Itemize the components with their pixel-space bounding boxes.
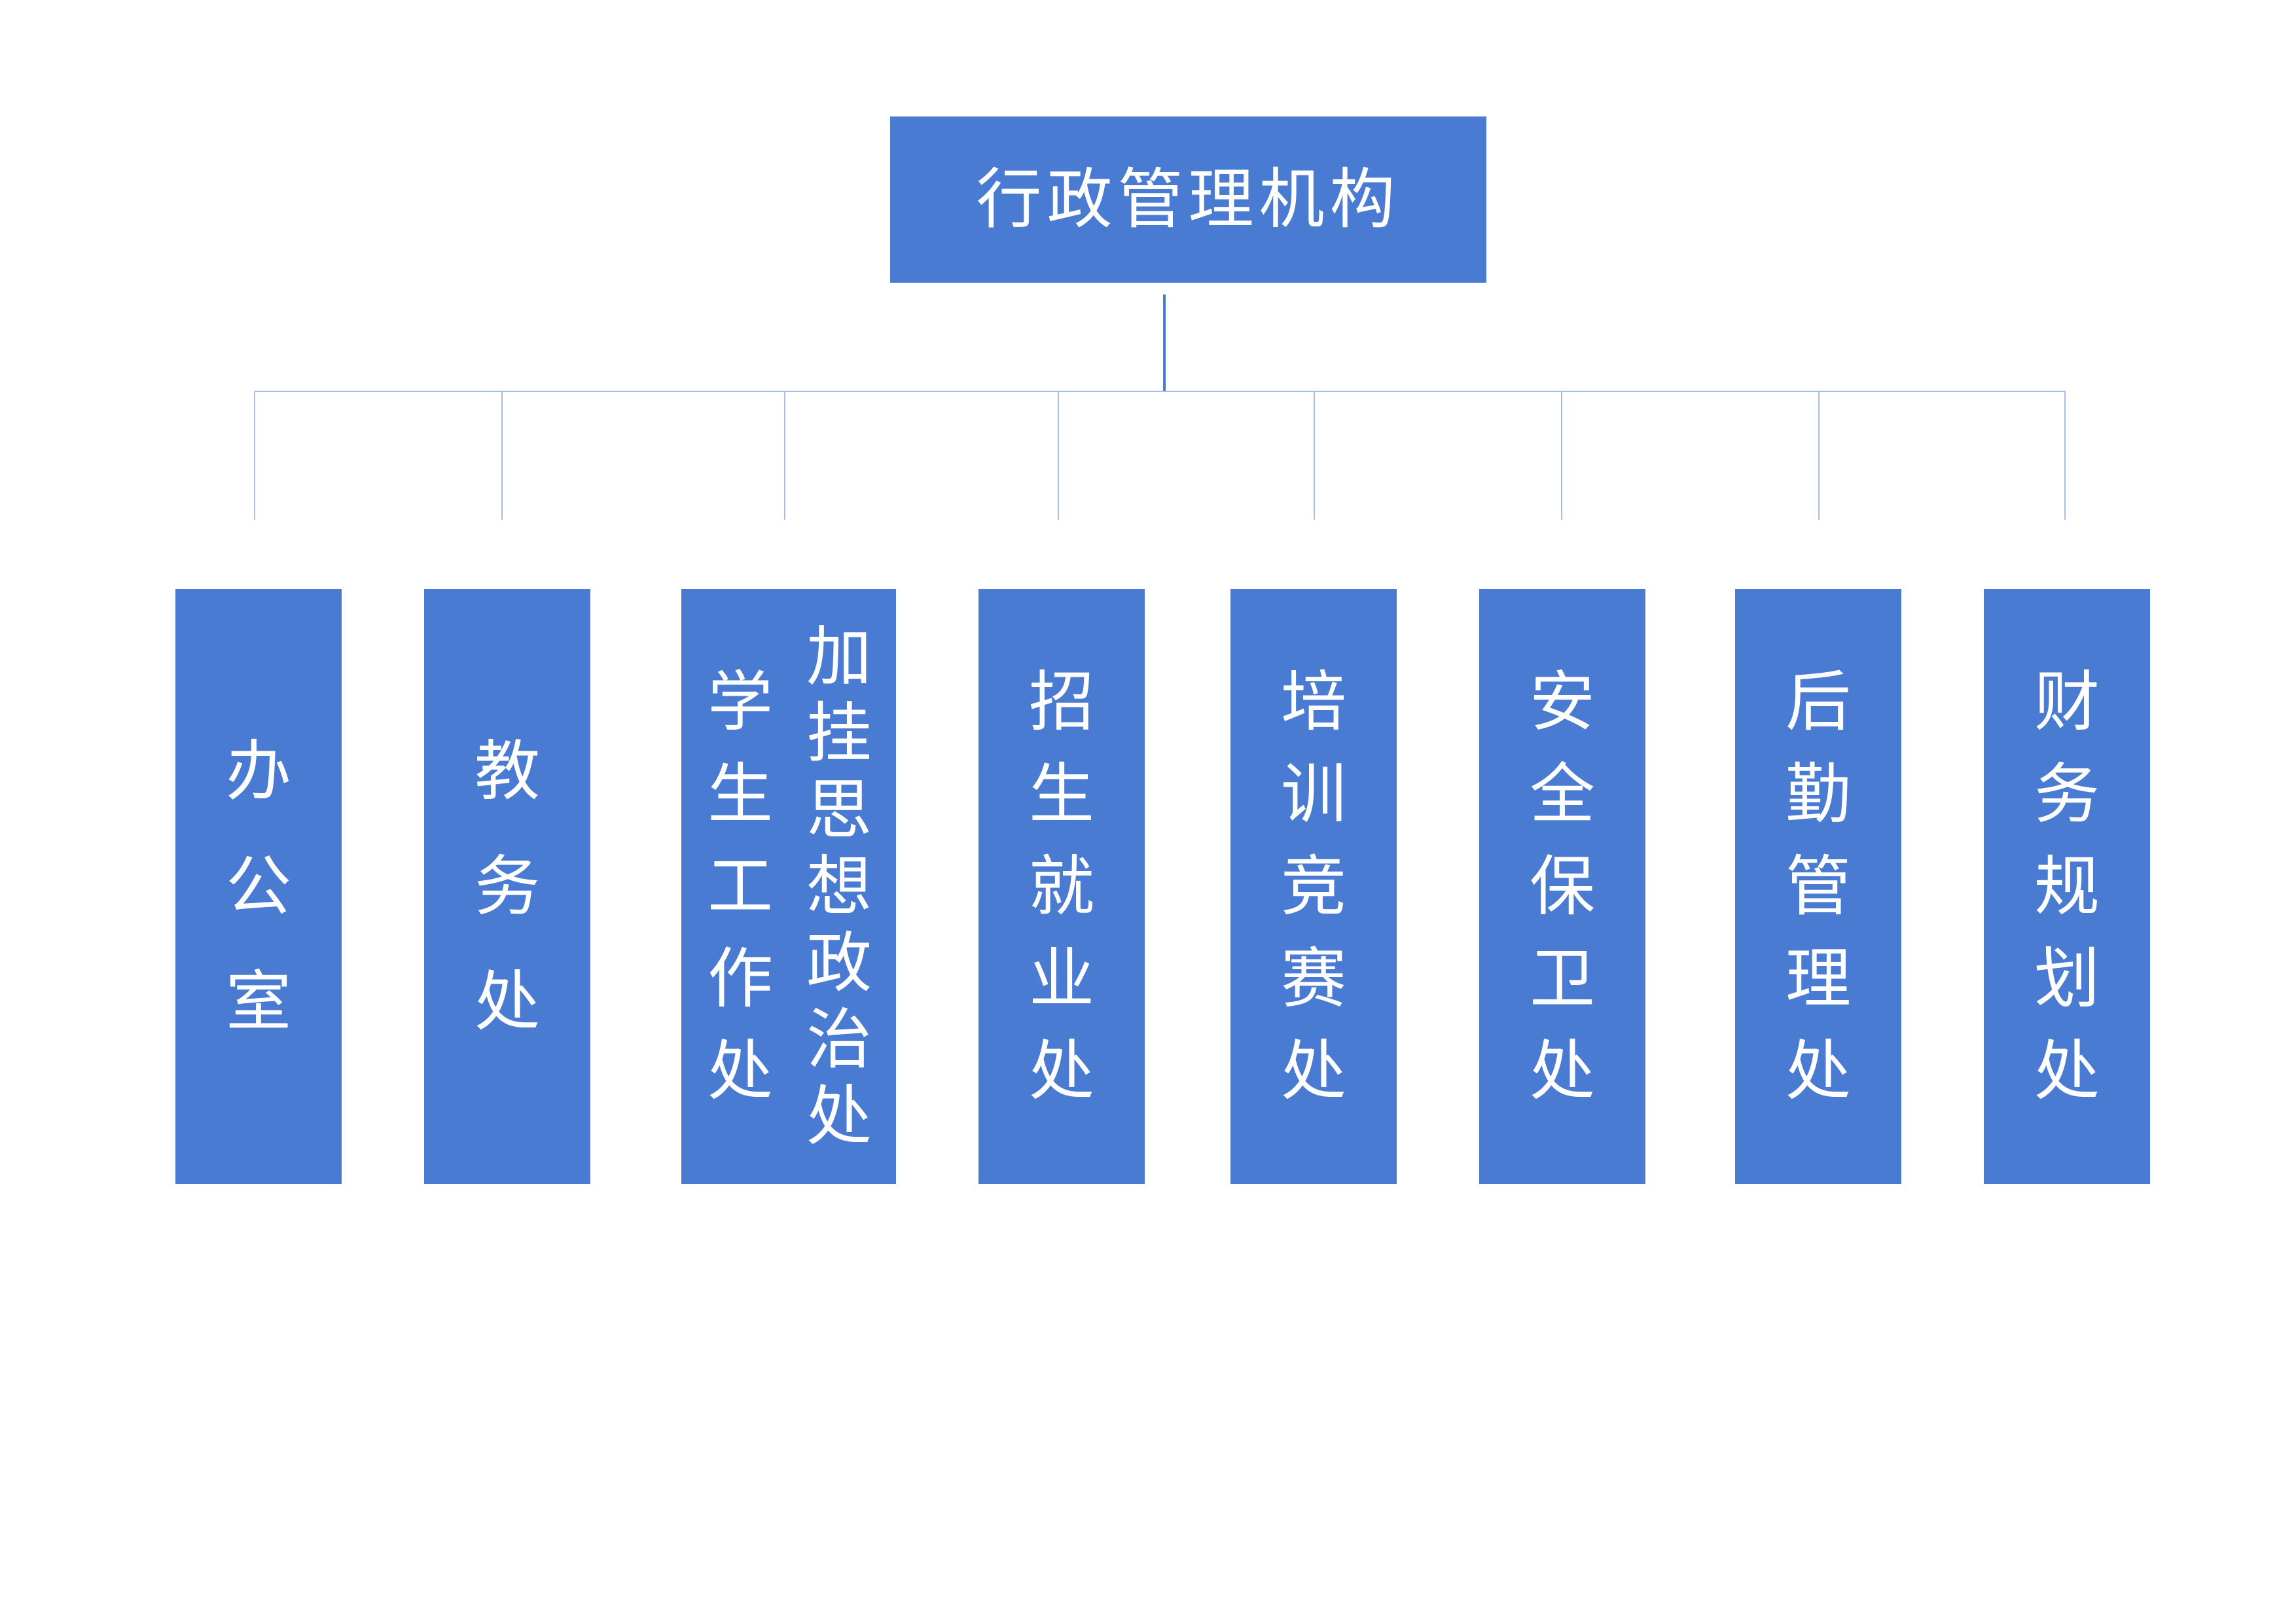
branch-drop-5	[1314, 391, 1315, 520]
branch-drop-2	[501, 391, 503, 520]
dept-node-admissions-employment: 招生就业处	[978, 589, 1145, 1184]
dept-label: 教务处	[475, 732, 540, 1040]
dept-node-security: 安全保卫处	[1479, 589, 1645, 1184]
dept-label: 办公室	[226, 732, 291, 1040]
dept-node-logistics: 后勤管理处	[1735, 589, 1901, 1184]
dept-node-academic-affairs: 教务处	[424, 589, 590, 1184]
dept-label: 安全保卫处	[1530, 664, 1595, 1109]
dept-label: 学生工作处	[708, 664, 773, 1109]
branch-drop-3	[784, 391, 785, 520]
dept-node-office: 办公室	[175, 589, 342, 1184]
root-node-label: 行政管理机构	[976, 161, 1401, 238]
dept-label: 培训竞赛处	[1281, 664, 1346, 1109]
dept-note: 加挂思想政治处	[806, 618, 872, 1154]
branch-drop-8	[2064, 391, 2066, 520]
dept-label: 招生就业处	[1029, 664, 1094, 1109]
dept-node-finance-planning: 财务规划处	[1984, 589, 2150, 1184]
branch-drop-6	[1561, 391, 1562, 520]
branch-drop-4	[1058, 391, 1059, 520]
branch-drop-1	[254, 391, 255, 520]
branch-drop-7	[1818, 391, 1820, 520]
branch-bus-line	[255, 391, 2066, 392]
trunk-connector	[1163, 294, 1166, 392]
dept-label: 后勤管理处	[1785, 664, 1851, 1109]
root-node-box: 行政管理机构	[890, 116, 1486, 283]
dept-node-student-affairs: 学生工作处 加挂思想政治处	[681, 589, 896, 1184]
dept-label: 财务规划处	[2034, 664, 2100, 1109]
dept-node-training-competition: 培训竞赛处	[1230, 589, 1397, 1184]
